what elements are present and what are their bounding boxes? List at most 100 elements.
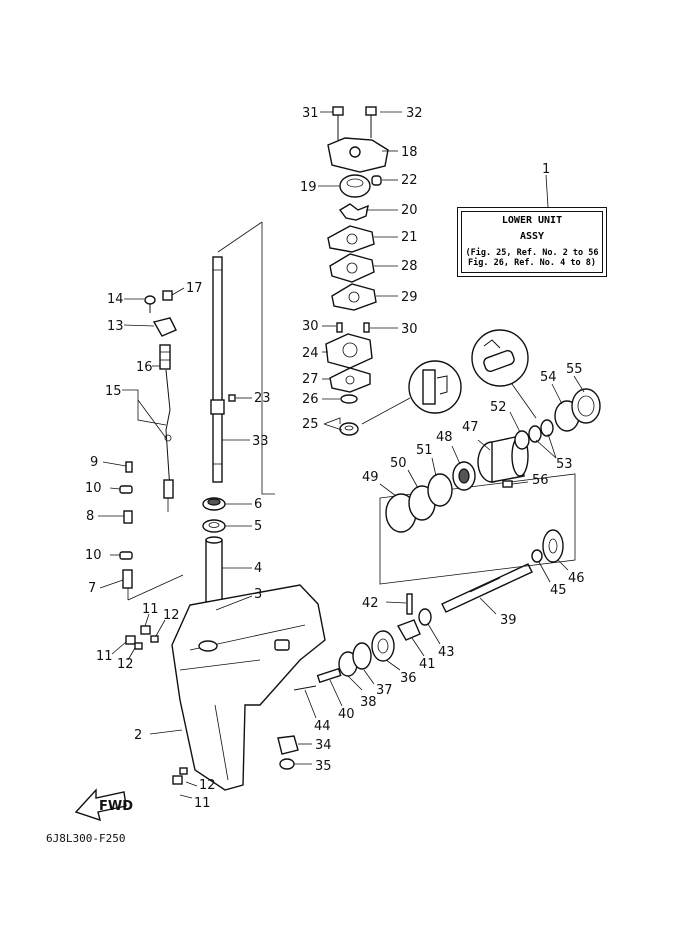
o-ring-26 bbox=[340, 394, 358, 404]
callout-41: 41 bbox=[419, 657, 436, 672]
callout-2: 2 bbox=[134, 728, 142, 743]
bearing-6-inner bbox=[207, 498, 221, 506]
assembly-title-box: LOWER UNIT ASSY (Fig. 25, Ref. No. 2 to … bbox=[457, 207, 607, 277]
callout-43: 43 bbox=[438, 645, 455, 660]
clip-10a bbox=[119, 485, 133, 494]
title-box-line-1: LOWER UNIT bbox=[501, 215, 563, 226]
impeller-20 bbox=[338, 203, 369, 221]
gear-46 bbox=[542, 529, 564, 563]
key-56 bbox=[502, 480, 513, 488]
sleeve-4 bbox=[205, 539, 223, 603]
ring-nut-55 bbox=[571, 388, 601, 424]
leader-lines bbox=[98, 111, 585, 799]
grommet-22 bbox=[371, 175, 382, 186]
gear-46-hub bbox=[548, 538, 558, 554]
insert-cartridge-19-top bbox=[346, 178, 364, 188]
callout-12a: 12 bbox=[163, 608, 180, 623]
callout-1: 1 bbox=[542, 162, 550, 177]
callout-48: 48 bbox=[436, 430, 453, 445]
callout-16: 16 bbox=[136, 360, 153, 375]
callout-39: 39 bbox=[500, 613, 517, 628]
insert-cartridge-19 bbox=[339, 174, 371, 198]
callout-44: 44 bbox=[314, 719, 331, 734]
sleeve-4-top bbox=[205, 536, 223, 544]
callout-19: 19 bbox=[300, 180, 317, 195]
callout-30a: 30 bbox=[302, 319, 319, 334]
callout-45: 45 bbox=[550, 583, 567, 598]
callout-32: 32 bbox=[406, 106, 423, 121]
assembly-title-box-inner: LOWER UNIT ASSY (Fig. 25, Ref. No. 2 to … bbox=[461, 211, 603, 273]
seal-53a bbox=[528, 425, 542, 443]
gear-36 bbox=[371, 630, 395, 662]
seal-53b bbox=[540, 419, 554, 437]
shaft-guide-line-right bbox=[261, 222, 275, 495]
pin-23 bbox=[228, 394, 236, 402]
callout-4: 4 bbox=[254, 561, 262, 576]
callout-25: 25 bbox=[302, 417, 319, 432]
fwd-label: FWD bbox=[99, 799, 133, 814]
callout-53: 53 bbox=[556, 457, 573, 472]
callout-9: 9 bbox=[90, 455, 98, 470]
clutch-dog-41 bbox=[396, 619, 421, 641]
callout-17: 17 bbox=[186, 281, 203, 296]
outer-plate-28-hole bbox=[346, 262, 358, 274]
outer-plate-28 bbox=[329, 253, 375, 283]
collar-8 bbox=[123, 510, 133, 524]
cross-pin-42 bbox=[406, 593, 413, 615]
fwd-arrow-icon: FWD bbox=[74, 788, 133, 822]
callout-11c: 11 bbox=[194, 796, 211, 811]
callout-6: 6 bbox=[254, 497, 262, 512]
cam-guide-line-2 bbox=[127, 574, 184, 601]
shim-51 bbox=[427, 473, 453, 507]
callout-54: 54 bbox=[540, 370, 557, 385]
callout-55: 55 bbox=[566, 362, 583, 377]
figure-code: 6J8L300-F250 bbox=[46, 832, 126, 845]
gasket-29 bbox=[331, 283, 377, 311]
callout-24: 24 bbox=[302, 346, 319, 361]
callout-7: 7 bbox=[88, 581, 96, 596]
propeller-shaft-39 bbox=[441, 563, 533, 613]
gasket-21-hole bbox=[346, 233, 358, 245]
callout-18: 18 bbox=[401, 145, 418, 160]
seal-5-inner bbox=[208, 522, 220, 528]
callout-56: 56 bbox=[532, 473, 549, 488]
gasket-27 bbox=[329, 367, 371, 393]
bolt-32 bbox=[365, 106, 377, 138]
callout-20: 20 bbox=[401, 203, 418, 218]
pin-44 bbox=[293, 685, 317, 691]
callout-37: 37 bbox=[376, 683, 393, 698]
washer-12b bbox=[134, 642, 143, 650]
callout-40: 40 bbox=[338, 707, 355, 722]
shift-lever-13 bbox=[152, 317, 177, 337]
callout-21: 21 bbox=[401, 230, 418, 245]
callout-35: 35 bbox=[315, 759, 332, 774]
callout-31: 31 bbox=[302, 106, 319, 121]
screw-11b bbox=[125, 635, 136, 645]
callout-36: 36 bbox=[400, 671, 417, 686]
screw-11a bbox=[140, 625, 151, 635]
callout-42: 42 bbox=[362, 596, 379, 611]
callout-30b: 30 bbox=[401, 322, 418, 337]
gear-36-hub bbox=[377, 638, 389, 654]
clip-10b bbox=[119, 551, 133, 560]
callout-27: 27 bbox=[302, 372, 319, 387]
callout-13: 13 bbox=[107, 319, 124, 334]
callout-22: 22 bbox=[401, 173, 418, 188]
lower-casing-2 bbox=[171, 584, 326, 791]
callout-28: 28 bbox=[401, 259, 418, 274]
bearing-48-inner bbox=[458, 468, 470, 484]
title-box-line-3: (Fig. 25, Ref. No. 2 to 56 bbox=[465, 248, 599, 258]
callout-11b: 11 bbox=[96, 649, 113, 664]
callout-33: 33 bbox=[252, 434, 269, 449]
pump-base-24-hole bbox=[342, 342, 358, 358]
washer-45 bbox=[531, 549, 543, 563]
dowel-30a bbox=[336, 322, 343, 333]
shift-cam-7 bbox=[122, 569, 133, 589]
nut-35 bbox=[279, 758, 295, 770]
callout-10a: 10 bbox=[85, 481, 102, 496]
pump-base-24 bbox=[325, 333, 373, 369]
nut-17 bbox=[162, 290, 173, 301]
oil-seal-25-inner bbox=[344, 425, 354, 431]
detail-circle-left bbox=[361, 360, 462, 425]
